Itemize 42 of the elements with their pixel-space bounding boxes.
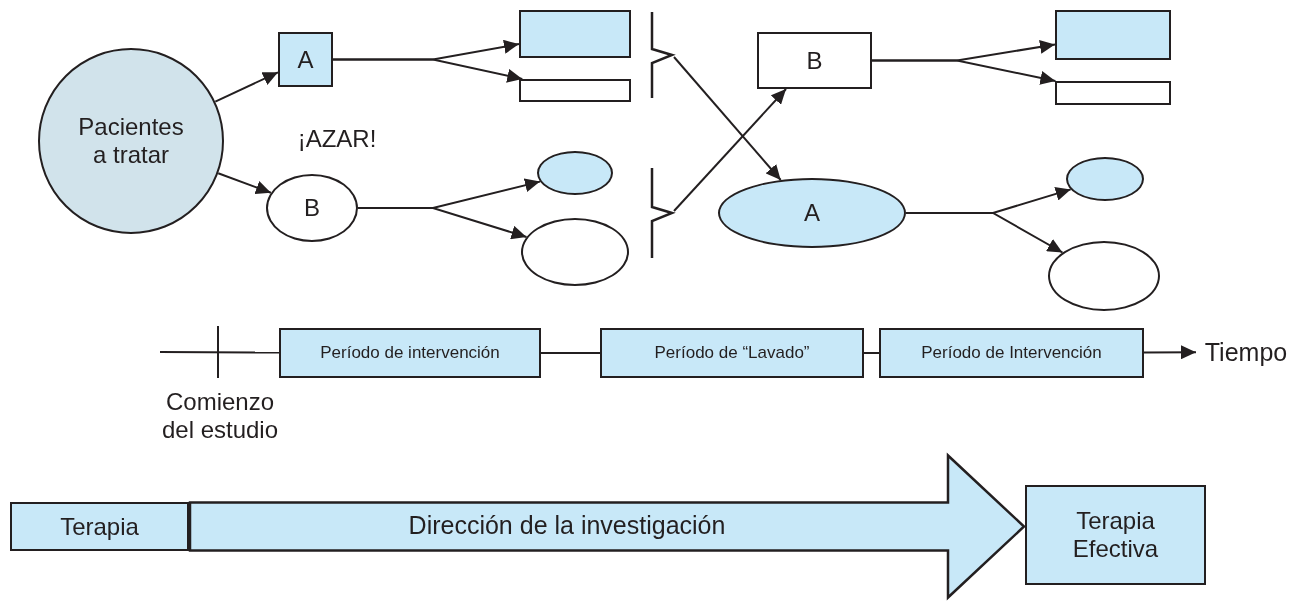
arrow xyxy=(214,71,279,103)
node-label: B xyxy=(806,46,823,75)
arrow xyxy=(1143,345,1197,360)
node-label: Período de intervención xyxy=(320,343,500,363)
connector-line xyxy=(540,352,601,354)
node-label: Período de Intervención xyxy=(921,343,1102,363)
outcome-ellipse xyxy=(537,151,613,195)
node-label: Pacientes a tratar xyxy=(77,113,185,169)
node-label: B xyxy=(304,194,320,222)
arrow xyxy=(357,207,528,240)
timeline-label: Comienzo del estudio xyxy=(160,388,280,444)
node-label: Tiempo xyxy=(1204,337,1288,367)
bracket xyxy=(650,168,674,258)
outcome-box xyxy=(519,79,631,102)
node-label: A xyxy=(297,45,314,74)
annotation-text: ¡AZAR! xyxy=(296,125,378,153)
arrow xyxy=(871,59,1057,85)
outcome-box xyxy=(519,10,631,58)
arrow xyxy=(673,88,787,212)
process-box xyxy=(879,328,1144,378)
process-box xyxy=(279,328,541,378)
process-box xyxy=(10,502,189,551)
node-label: Terapia xyxy=(60,512,139,541)
connector-line xyxy=(159,351,280,354)
block-arrow xyxy=(188,452,1026,601)
node-label: Período de “Lavado” xyxy=(654,343,810,363)
connector-line xyxy=(863,352,880,354)
arrow xyxy=(905,212,1064,254)
outcome-box xyxy=(1055,81,1171,105)
process-box xyxy=(757,32,872,89)
arrow xyxy=(673,56,782,181)
node-label: Terapia Efectiva xyxy=(1071,507,1160,563)
outcome-ellipse xyxy=(1066,157,1144,201)
arrow xyxy=(217,172,272,195)
bracket xyxy=(650,12,674,98)
outcome-box xyxy=(1055,10,1171,60)
process-box xyxy=(278,32,333,87)
arrow xyxy=(332,58,524,83)
process-box xyxy=(600,328,864,378)
node-label: A xyxy=(804,199,820,227)
edge-label: Dirección de la investigación xyxy=(407,510,727,540)
process-box xyxy=(1025,485,1206,585)
